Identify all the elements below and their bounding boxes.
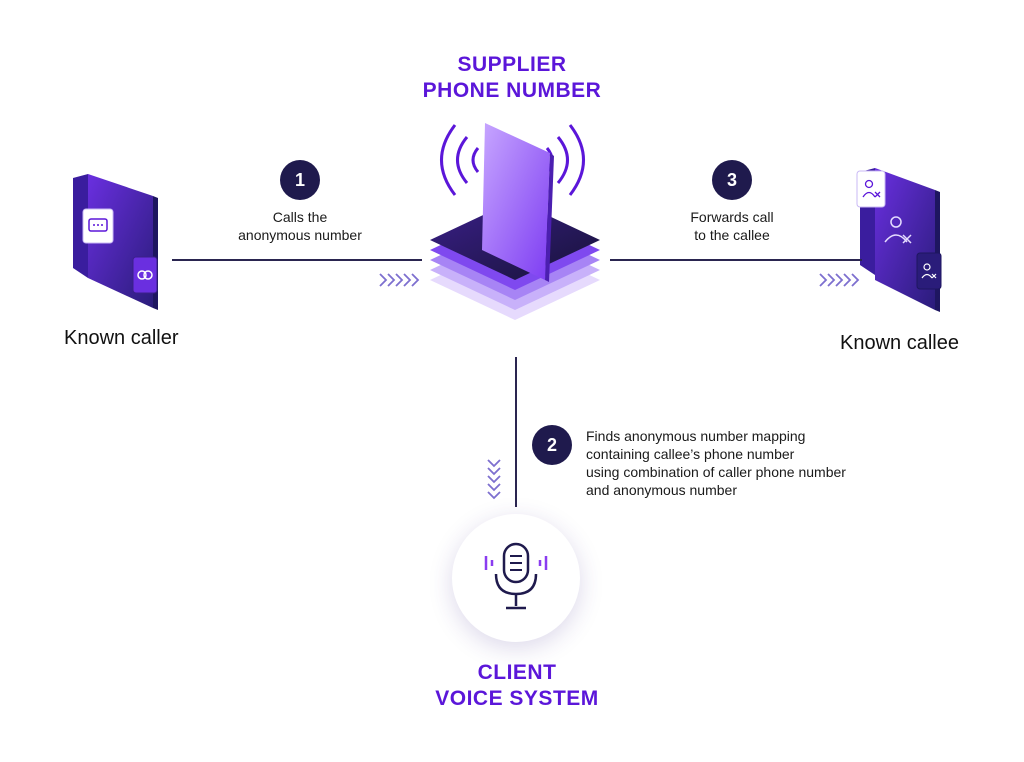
step-1-description: Calls the anonymous number [200,208,400,244]
step-2-line-4: and anonymous number [586,482,737,498]
client-title-line1: CLIENT [477,661,557,684]
step-3-badge: 3 [712,160,752,200]
step-1-line-2: anonymous number [238,227,362,243]
step-1-line-1: Calls the [272,209,328,225]
supplier-title-line1: SUPPLIER [457,53,567,76]
person-x-icon [856,170,886,208]
person-x-icon-small [916,252,942,290]
connector-supplier-client [515,357,517,507]
arrow-right-icon [379,273,420,287]
arrow-right-icon-2 [819,273,860,287]
arrow-down-icon [487,459,501,500]
supplier-title: SUPPLIER PHONE NUMBER [392,52,632,104]
caller-label: Known caller [64,327,179,349]
microphone-icon [484,542,548,610]
step-2-line-1: Finds anonymous number mapping [586,428,806,444]
step-2-badge: 2 [532,425,572,465]
connector-caller-supplier [172,259,422,261]
step-3-line-2: to the callee [694,227,770,243]
step-2-line-2: containing callee’s phone number [586,446,795,462]
supplier-phone-icon [430,123,600,320]
step-3-description: Forwards call to the callee [632,208,832,244]
client-title-line2: VOICE SYSTEM [435,687,599,710]
link-icon [132,256,158,294]
supplier-title-line2: PHONE NUMBER [422,79,602,102]
step-3-line-1: Forwards call [690,209,774,225]
client-voice-circle [452,514,580,642]
connector-supplier-callee [610,259,862,261]
chat-bubble-icon [82,208,114,244]
step-1-badge: 1 [280,160,320,200]
step-2-line-3: using combination of caller phone number [586,464,846,480]
callee-label: Known callee [840,332,959,354]
client-title: CLIENT VOICE SYSTEM [392,660,642,712]
step-2-description: Finds anonymous number mapping containin… [586,427,906,499]
